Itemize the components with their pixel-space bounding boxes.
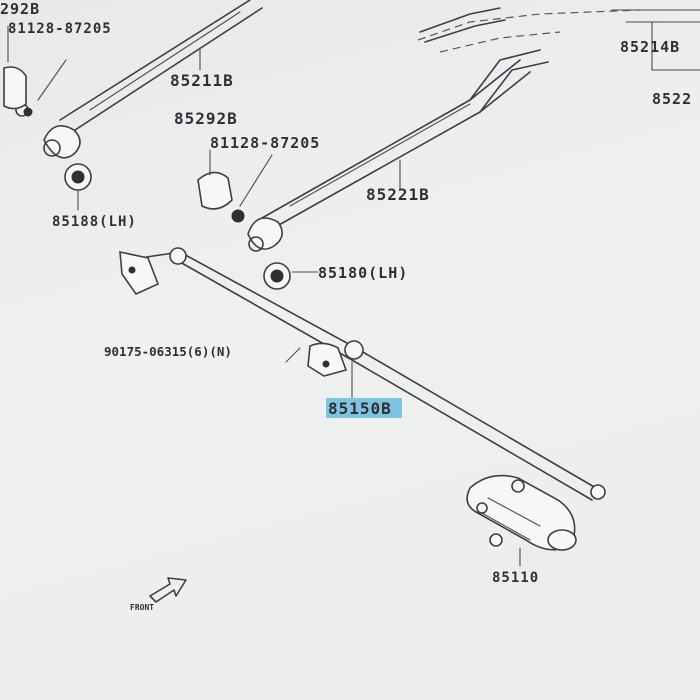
label-85180-lh: 85180(LH) [318, 264, 408, 282]
label-85150b-highlight [326, 398, 402, 418]
nut-cap-middle [197, 149, 273, 223]
linkage-rod [119, 247, 606, 501]
wiper-motor [466, 474, 577, 567]
label-81128-87205-top: 81128-87205 [8, 21, 112, 37]
label-85221b: 85221B [366, 185, 430, 204]
wiper-blade-outline [417, 7, 700, 71]
label-85214b: 85214B [620, 38, 680, 56]
label-8522: 8522 [652, 90, 692, 108]
linkage-crank [285, 340, 364, 399]
label-front: FRONT [130, 603, 154, 612]
label-90175-06315: 90175-06315(6)(N) [104, 344, 232, 359]
label-85292b: 85292B [174, 109, 238, 128]
label-85211b: 85211B [170, 71, 234, 90]
pivot-cap-left [64, 163, 92, 211]
label-85110: 85110 [492, 570, 539, 586]
label-292b: 292B [0, 0, 40, 18]
label-85150b: 85150B [328, 399, 392, 418]
wiper-arm-middle [247, 49, 549, 252]
label-81128-87205-mid: 81128-87205 [210, 134, 320, 152]
nut-cap-upper [3, 25, 67, 117]
front-arrow [149, 577, 187, 603]
label-85188-lh: 85188(LH) [52, 214, 137, 230]
pivot-cap-middle [263, 262, 319, 290]
